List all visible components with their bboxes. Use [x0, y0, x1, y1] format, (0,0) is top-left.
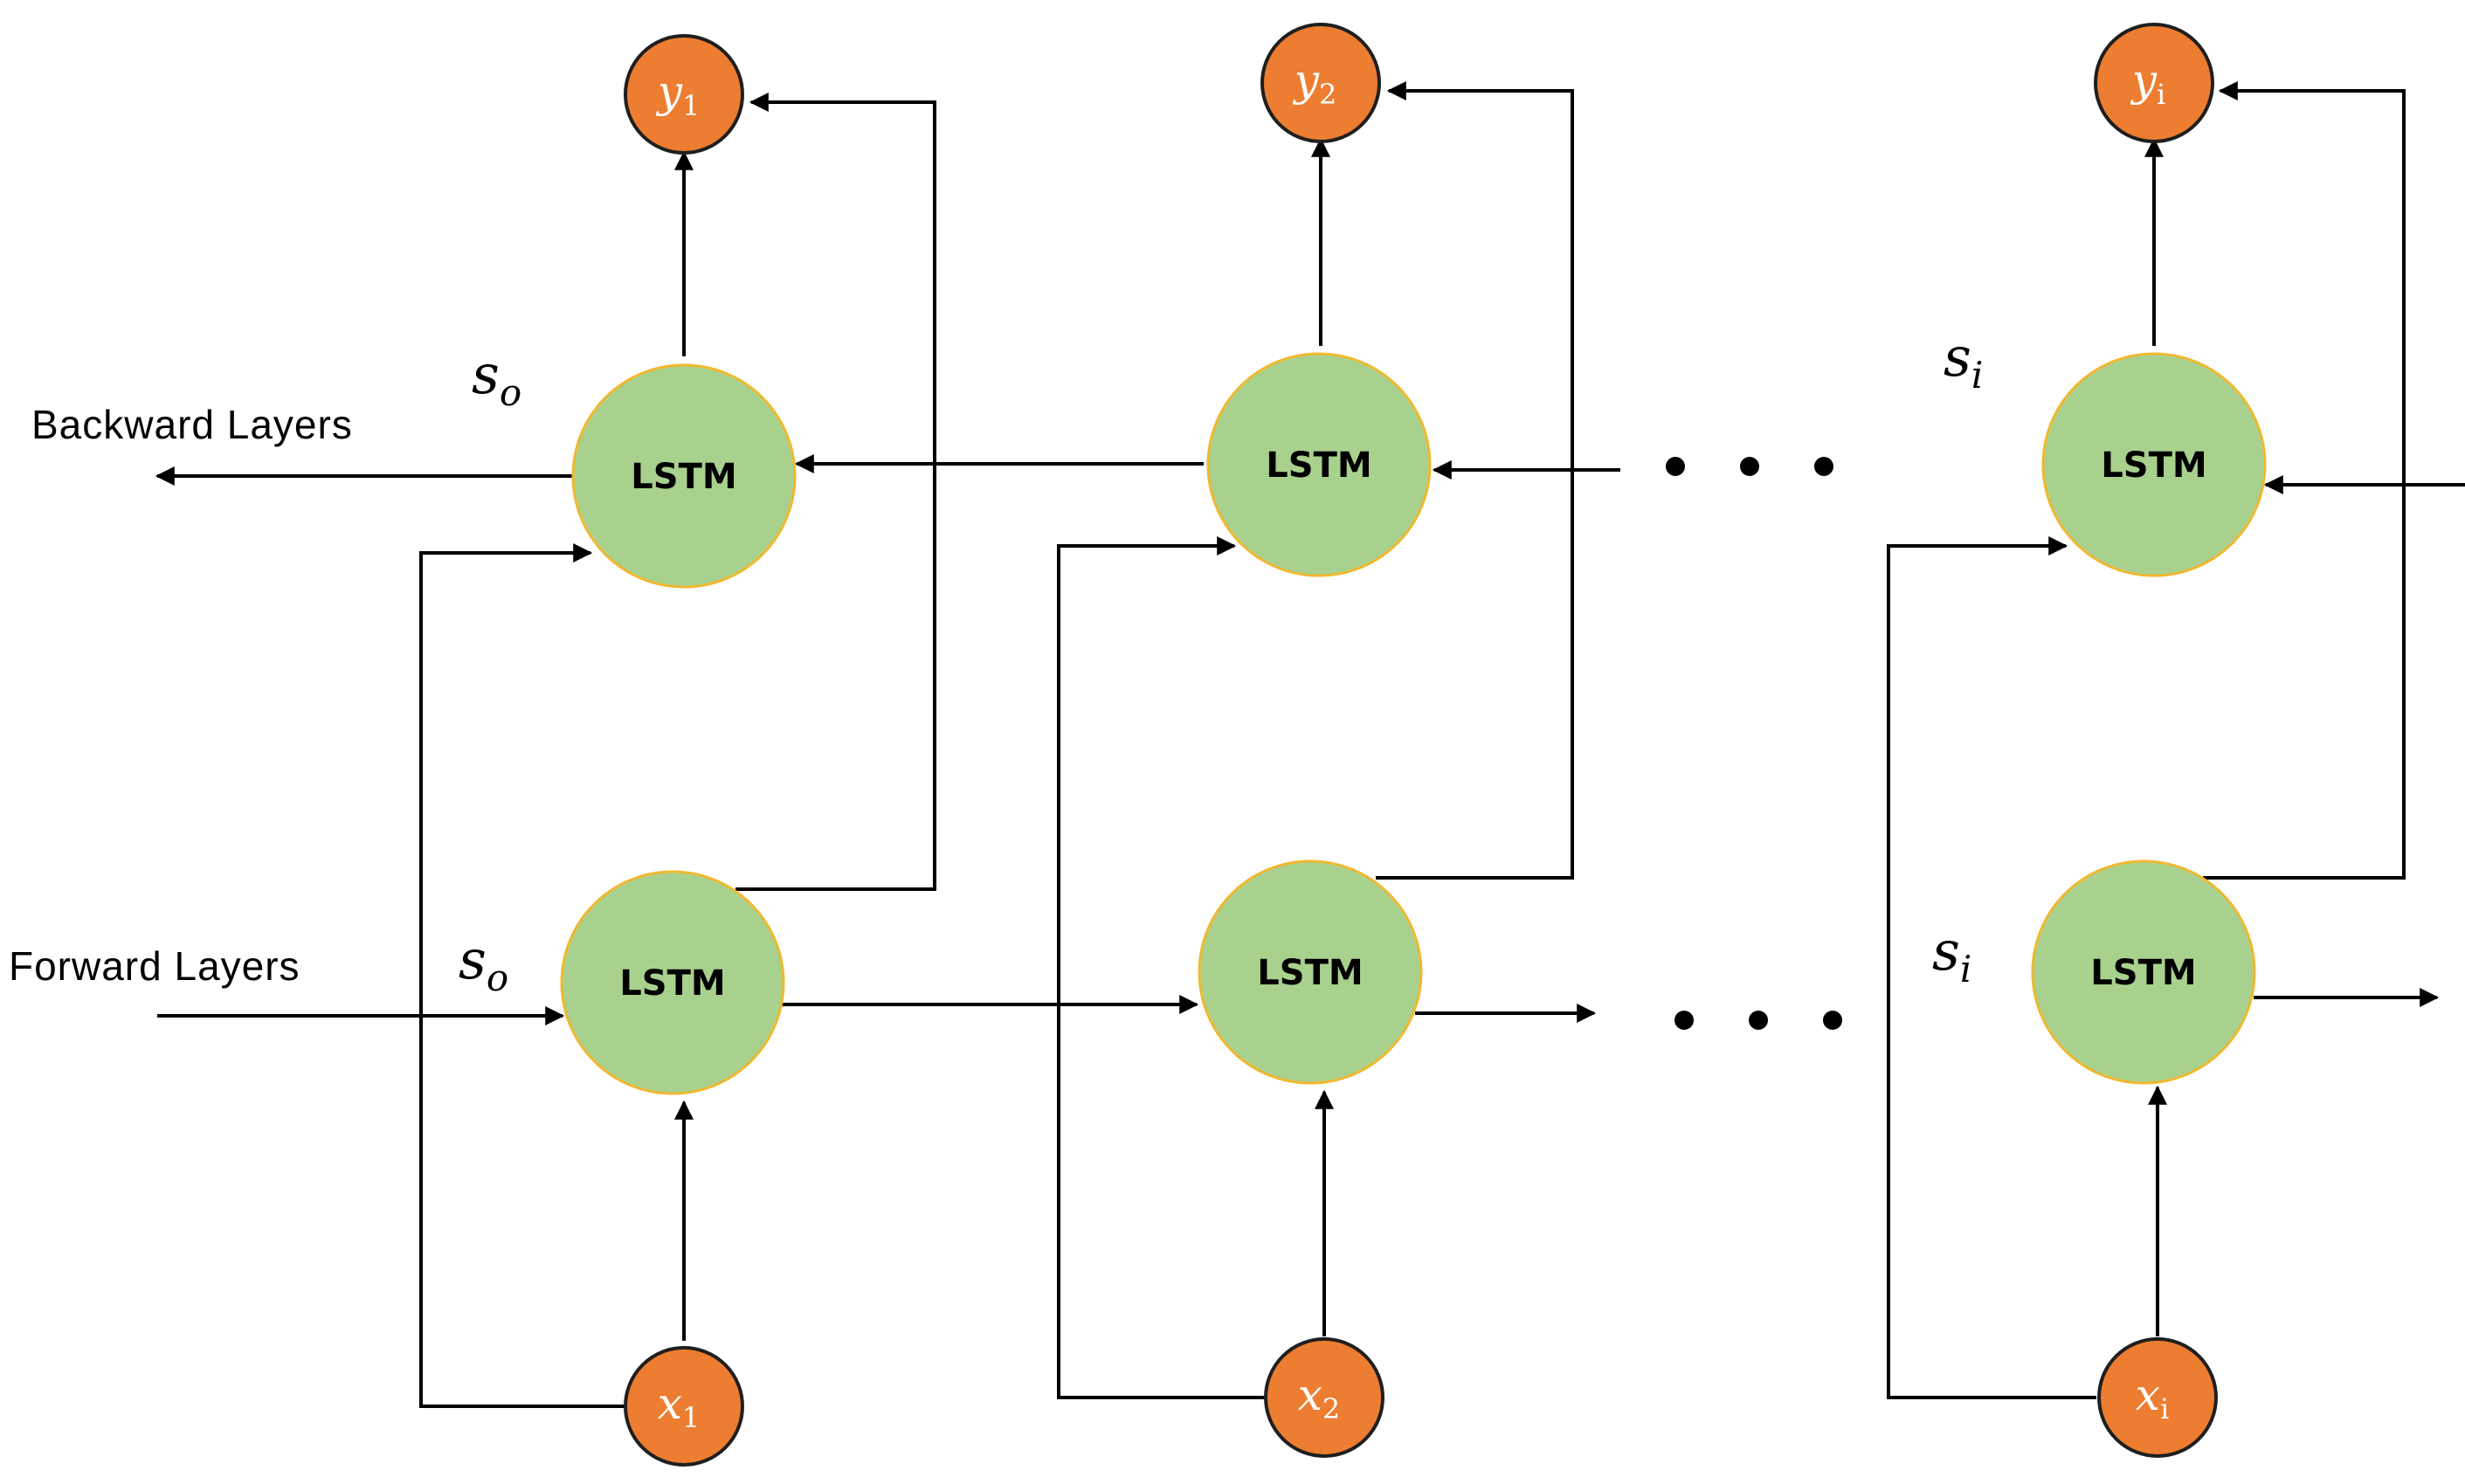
- output-node-1: y1: [624, 34, 744, 155]
- input-base: x: [2136, 1370, 2160, 1420]
- svg-text:yi: yi: [2130, 55, 2165, 111]
- forward-lstm-i: LSTM: [2031, 859, 2256, 1085]
- x2-to-backward: [1057, 536, 1271, 1399]
- input-sub: i: [2160, 1392, 2169, 1425]
- xi-to-backward: [1887, 536, 2096, 1399]
- state-base: s: [1944, 325, 1971, 389]
- state-label-backward-last: si: [1944, 325, 1983, 397]
- ellipsis-forward: [1674, 1011, 1842, 1030]
- svg-text:xi: xi: [2136, 1370, 2169, 1425]
- input-node-1: x1: [624, 1346, 744, 1467]
- input-base: x: [1298, 1370, 1322, 1420]
- input-node-2: x2: [1264, 1337, 1384, 1458]
- forward-lstm-2: LSTM: [1198, 859, 1423, 1085]
- svg-text:x2: x2: [1298, 1370, 1341, 1425]
- lstm-label: LSTM: [631, 457, 736, 497]
- forward-lstm-1: LSTM: [560, 870, 785, 1095]
- output-sub: 2: [1319, 78, 1336, 111]
- output-sub: i: [2157, 78, 2165, 111]
- forward1-to-y1: [735, 93, 936, 891]
- ellipsis-backward: [1666, 457, 1833, 476]
- state-base: s: [1932, 919, 1960, 983]
- backward-lstm-2: LSTM: [1206, 352, 1432, 577]
- forwardi-to-yi: [2203, 81, 2406, 880]
- output-sub: 1: [682, 89, 700, 122]
- connectors: [155, 81, 2465, 1408]
- svg-text:x1: x1: [658, 1378, 701, 1434]
- svg-text:y1: y1: [656, 66, 701, 122]
- svg-text:y2: y2: [1293, 55, 1337, 111]
- state-label-backward-first: so: [472, 342, 521, 414]
- input-sub: 1: [682, 1401, 700, 1434]
- lstm-label: LSTM: [2101, 445, 2206, 486]
- backward-layers-label: Backward Layers: [31, 402, 353, 447]
- state-label-forward-last: si: [1932, 919, 1971, 990]
- input-sub: 2: [1322, 1392, 1340, 1425]
- backward-lstm-i: LSTM: [2041, 352, 2267, 577]
- lstm-label: LSTM: [619, 963, 725, 1004]
- state-base: s: [459, 928, 487, 991]
- lstm-label: LSTM: [1266, 445, 1371, 486]
- state-sub: o: [500, 371, 521, 414]
- input-node-i: xi: [2097, 1337, 2218, 1458]
- output-node-2: y2: [1260, 23, 1381, 143]
- state-base: s: [472, 342, 500, 406]
- output-node-i: yi: [2094, 23, 2214, 143]
- lstm-label: LSTM: [1257, 953, 1363, 993]
- forward2-to-y2: [1376, 81, 1574, 880]
- lstm-label: LSTM: [2090, 953, 2196, 993]
- state-sub: o: [487, 956, 508, 999]
- x1-to-backward: [419, 543, 632, 1408]
- output-base: y: [1293, 55, 1320, 106]
- state-label-forward-first: so: [459, 928, 508, 999]
- backward-lstm-1: LSTM: [571, 363, 797, 589]
- output-base: y: [656, 66, 683, 117]
- output-base: y: [2130, 55, 2158, 106]
- forward-layers-label: Forward Layers: [9, 943, 300, 989]
- state-sub: i: [1971, 354, 1983, 397]
- state-sub: i: [1960, 948, 1971, 990]
- input-base: x: [658, 1378, 682, 1429]
